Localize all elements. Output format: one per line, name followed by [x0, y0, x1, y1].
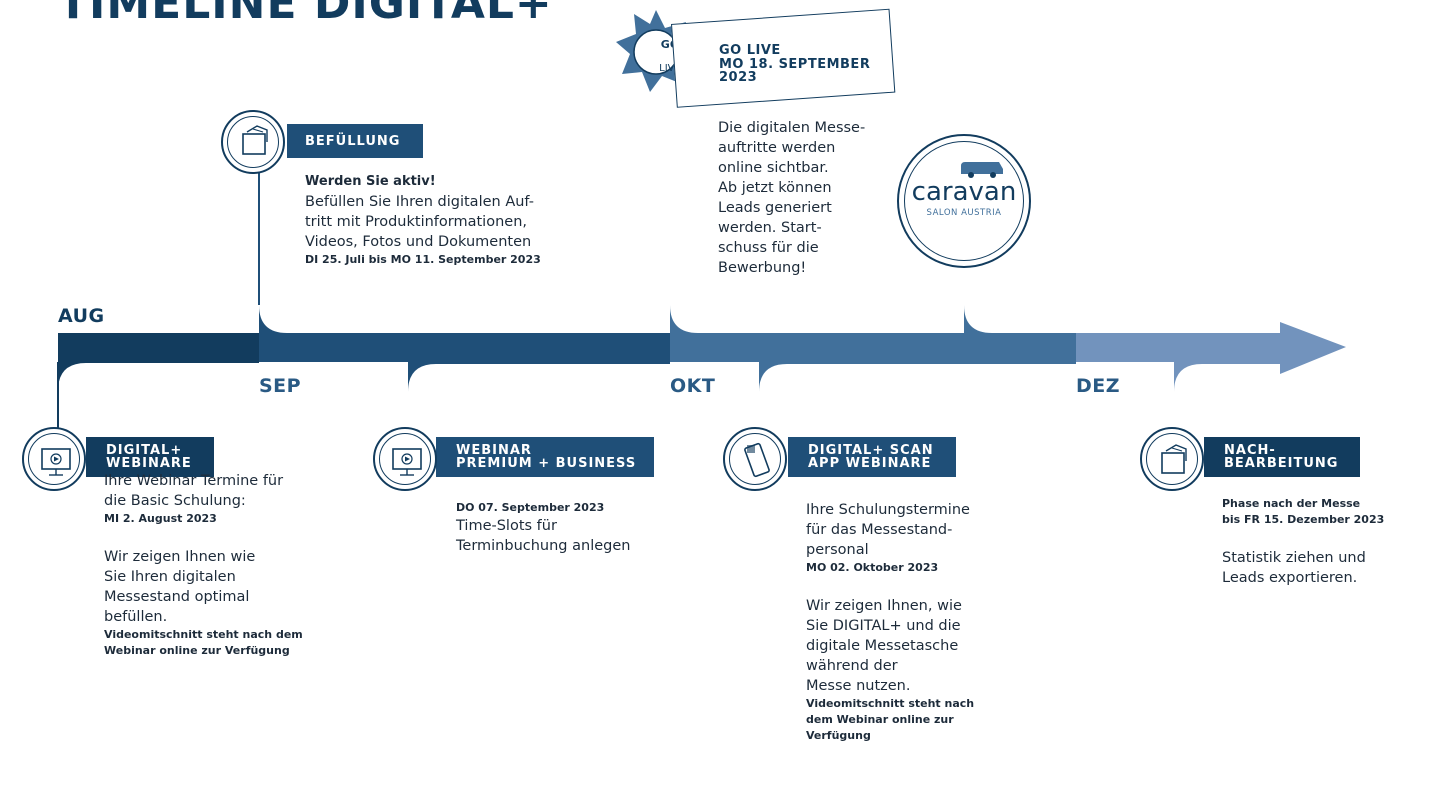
month-okt: OKT — [670, 375, 716, 397]
phone-scan-icon — [723, 427, 787, 491]
connector-webinar-premium — [408, 362, 670, 440]
connector-scan-app — [759, 362, 1076, 440]
label-webinar-premium: WEBINAR PREMIUM + BUSINESS — [436, 437, 654, 477]
label-befuellung: BEFÜLLUNG — [287, 124, 423, 158]
page-title: TIMELINE DIGITAL+ — [58, 0, 553, 29]
folder-icon — [1140, 427, 1204, 491]
bar-okt — [670, 333, 1076, 362]
label-digital-webinare: DIGITAL+ WEBINARE — [86, 437, 214, 477]
text-nachbearbeitung: Phase nach der Messe bis FR 15. Dezember… — [1222, 497, 1385, 586]
label-nachbearbeitung: NACH- BEARBEITUNG — [1204, 437, 1360, 477]
month-dez: DEZ — [1076, 375, 1121, 397]
text-befuellung: Werden Sie aktiv! Befüllen Sie Ihren dig… — [305, 174, 541, 266]
label-scan-app: DIGITAL+ SCAN APP WEBINARE — [788, 437, 956, 477]
bar-aug — [58, 333, 259, 362]
month-aug: AUG — [58, 305, 105, 327]
monitor-play-icon — [373, 427, 437, 491]
monitor-play-icon — [22, 427, 86, 491]
golive-badge-bottom: LIVE — [659, 63, 681, 74]
caravan-logo: caravan SALON AUSTRIA — [897, 134, 1031, 268]
month-sep: SEP — [259, 375, 302, 397]
connector-digital-webinare — [58, 362, 259, 440]
bar-sep — [259, 333, 670, 362]
text-digital-webinare: Ihre Webinar Termine für die Basic Schul… — [104, 473, 303, 657]
text-scan-app: Ihre Schulungstermine für das Messestand… — [806, 502, 975, 742]
label-golive: GO LIVE MO 18. SEPTEMBER 2023 — [719, 43, 871, 85]
folder-icon — [221, 110, 285, 174]
text-golive: Die digitalen Messe- auftritte werden on… — [718, 120, 866, 276]
caravan-van-icon — [961, 162, 1003, 178]
bar-dez-arrow — [1076, 322, 1346, 374]
text-webinar-premium: DO 07. September 2023 Time-Slots für Ter… — [456, 501, 631, 554]
